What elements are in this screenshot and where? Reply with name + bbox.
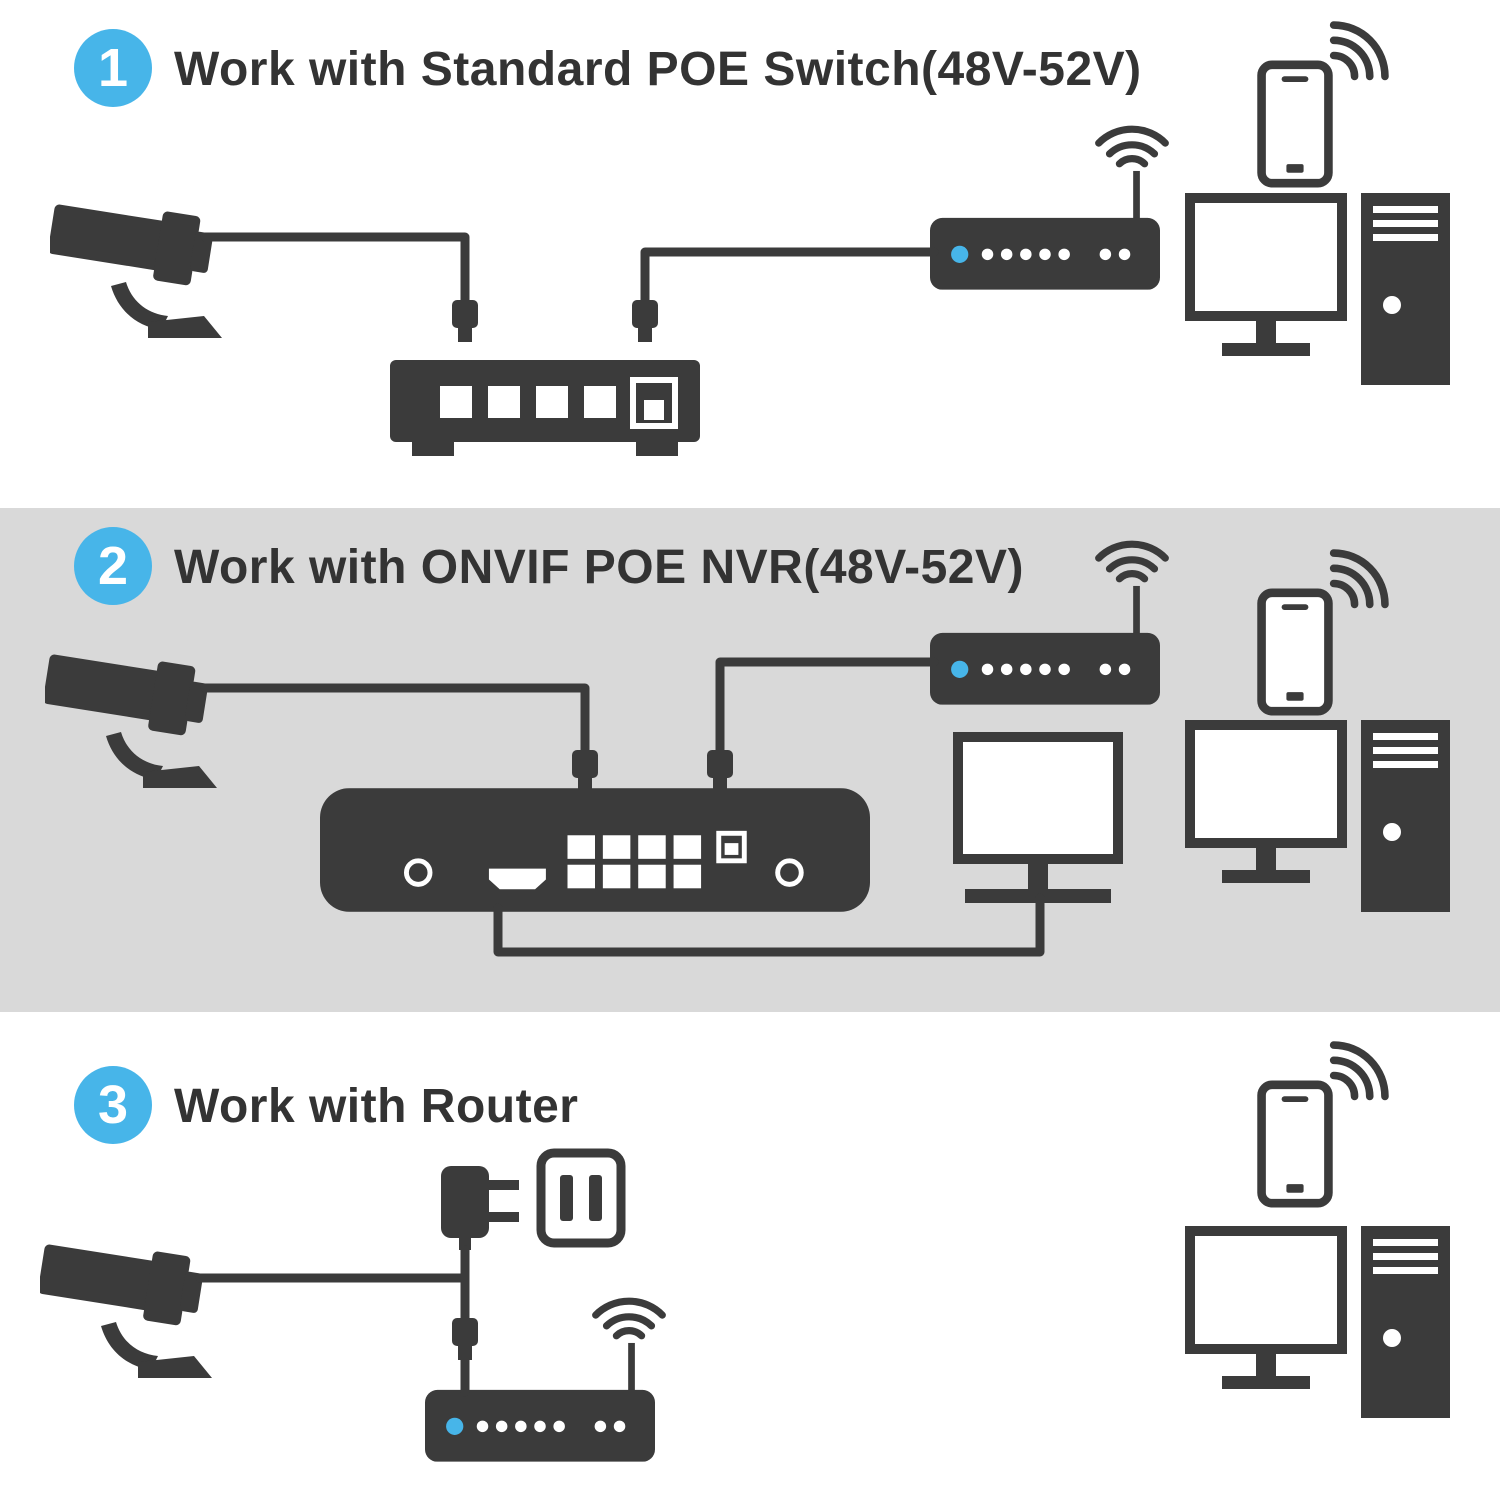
wifi-router-icon: [930, 578, 1160, 707]
step-2-badge: 2: [74, 527, 152, 605]
cable-plug-icon: [632, 300, 658, 342]
cable-switch-to-router: [640, 247, 939, 305]
security-camera-icon: [50, 188, 230, 338]
wifi-signal-icon: [1083, 108, 1181, 180]
poe-nvr-icon: [320, 788, 870, 912]
desktop-pc-icon: [1185, 1226, 1450, 1422]
power-adapter-icon: [429, 1162, 529, 1250]
step-2-number: 2: [97, 536, 129, 596]
step-1-title: Work with Standard POE Switch(48V-52V): [174, 43, 1142, 96]
wall-outlet-icon: [536, 1148, 626, 1248]
cable-plug-icon: [452, 300, 478, 342]
wifi-signal-icon: [1322, 1028, 1408, 1104]
wifi-router-icon: [930, 163, 1160, 292]
desktop-pc-icon: [1185, 193, 1450, 389]
step-3-number: 3: [97, 1075, 129, 1135]
step-3-badge: 3: [74, 1066, 152, 1144]
wifi-signal-icon: [580, 1280, 678, 1352]
wifi-signal-icon: [1322, 8, 1408, 84]
step-3-title: Work with Router: [174, 1080, 579, 1133]
security-camera-icon: [45, 638, 225, 788]
monitor-icon: [953, 732, 1123, 918]
step-2-title: Work with ONVIF POE NVR(48V-52V): [174, 541, 1024, 594]
security-camera-icon: [40, 1228, 220, 1378]
step-1-number: 1: [97, 38, 129, 98]
step-1-badge: 1: [74, 29, 152, 107]
cable-camera-to-switch: [200, 232, 470, 305]
wifi-router-icon: [425, 1335, 655, 1464]
desktop-pc-icon: [1185, 720, 1450, 916]
wifi-signal-icon: [1322, 536, 1408, 612]
wifi-signal-icon: [1083, 523, 1181, 595]
poe-switch-icon: [390, 360, 700, 458]
